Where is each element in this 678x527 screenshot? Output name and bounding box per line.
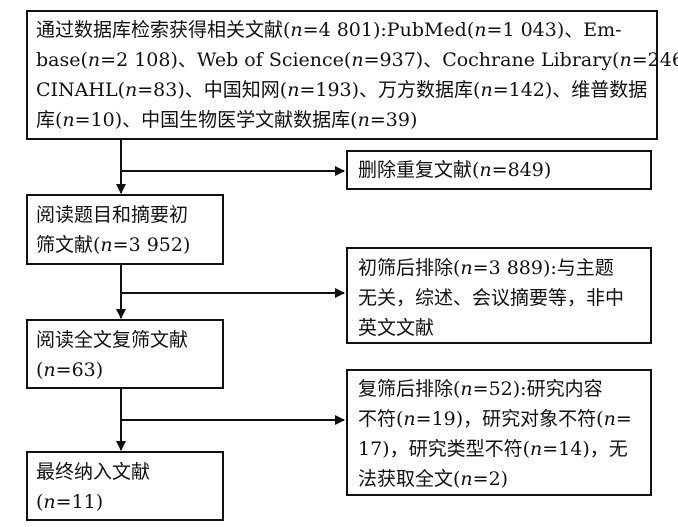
included-text: 最终纳入文献 (n=11) bbox=[36, 457, 150, 517]
title-abstract-text: 阅读题目和摘要初筛文献(n=3 952) bbox=[36, 200, 190, 260]
text-line: base(n=2 108)、Web of Science(n=937)、Coch… bbox=[36, 49, 678, 71]
text-line: CINAHL(n=83)、中国知网(n=193)、万方数据库(n=142)、维普… bbox=[36, 79, 648, 101]
initial-exclusion-box: 初筛后排除(n=3 889):与主题无关，综述、会议摘要等，非中英文文献 bbox=[346, 247, 652, 344]
text-line: 法获取全文(n=2) bbox=[358, 468, 509, 490]
included-box: 最终纳入文献 (n=11) bbox=[26, 451, 224, 521]
search-box: 通过数据库检索获得相关文献(n=4 801):PubMed(n=1 043)、E… bbox=[26, 10, 678, 140]
full-text-box: 阅读全文复筛文献 (n=63) bbox=[26, 319, 224, 389]
text-line: 阅读题目和摘要初 bbox=[36, 204, 189, 226]
full-exclusion-box: 复筛后排除(n=52):研究内容不符(n=19)，研究对象不符(n= 17)，研究… bbox=[346, 369, 652, 496]
full-exclusion-text: 复筛后排除(n=52):研究内容不符(n=19)，研究对象不符(n= 17)，研究… bbox=[358, 374, 632, 494]
search-text: 通过数据库检索获得相关文献(n=4 801):PubMed(n=1 043)、E… bbox=[36, 15, 678, 135]
text-line: 英文文献 bbox=[358, 317, 435, 339]
text-line: (n=63) bbox=[36, 359, 104, 381]
text-line: 最终纳入文献 bbox=[36, 461, 151, 483]
text-line: 17)，研究类型不符(n=14)，无 bbox=[358, 438, 628, 460]
text-line: 初筛后排除(n=3 889):与主题 bbox=[358, 257, 614, 279]
text-line: 复筛后排除(n=52):研究内容 bbox=[358, 378, 603, 400]
text-line: 筛文献(n=3 952) bbox=[36, 234, 191, 256]
text-line: 无关，综述、会议摘要等，非中 bbox=[358, 287, 625, 309]
text-line: 库(n=10)、中国生物医学文献数据库(n=39) bbox=[36, 109, 418, 131]
text-line: (n=11) bbox=[36, 491, 104, 513]
duplicates-text: 删除重复文献(n=849) bbox=[358, 155, 551, 185]
initial-exclusion-text: 初筛后排除(n=3 889):与主题无关，综述、会议摘要等，非中英文文献 bbox=[358, 253, 624, 343]
title-abstract-box: 阅读题目和摘要初筛文献(n=3 952) bbox=[26, 194, 224, 265]
full-text-text: 阅读全文复筛文献 (n=63) bbox=[36, 325, 188, 385]
text-line: 通过数据库检索获得相关文献(n=4 801):PubMed(n=1 043)、E… bbox=[36, 19, 622, 41]
text-line: 阅读全文复筛文献 bbox=[36, 329, 189, 351]
text-line: 删除重复文献(n=849) bbox=[358, 159, 552, 181]
text-line: 不符(n=19)，研究对象不符(n= bbox=[358, 408, 632, 430]
duplicates-box: 删除重复文献(n=849) bbox=[346, 150, 652, 190]
